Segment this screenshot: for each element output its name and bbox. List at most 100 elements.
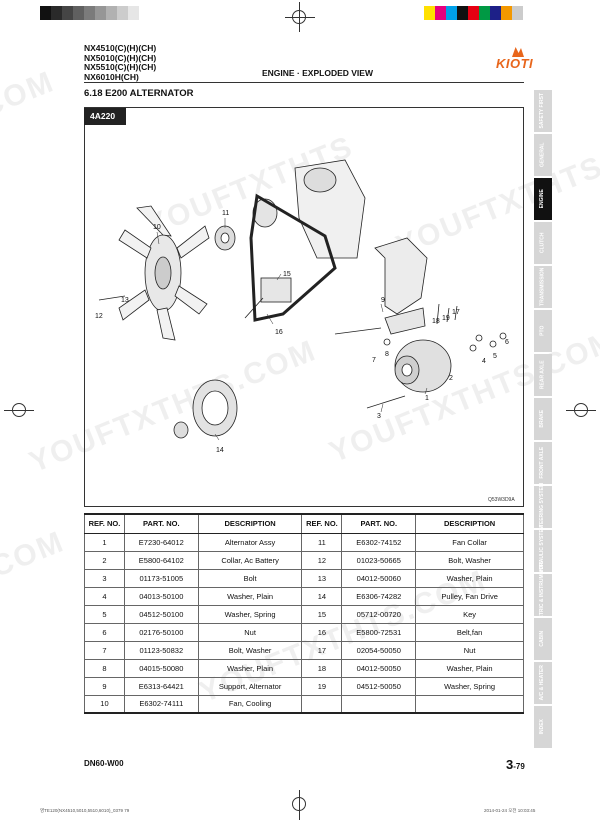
bolt-12 (98, 295, 126, 301)
color-swatch (490, 6, 501, 20)
callout-4: 4 (482, 358, 486, 365)
registration-mark-right (574, 403, 588, 417)
col-ref-no: REF. NO. (84, 513, 125, 534)
table-cell: 11 (301, 532, 343, 552)
table-cell: 04015-50080 (123, 658, 199, 678)
tab-hydraulic-system[interactable]: HYDRAULIC SYSTEM (534, 525, 552, 577)
callout-10: 10 (153, 224, 161, 231)
callout-1: 1 (425, 395, 429, 402)
tab-steering-system[interactable]: STEERING SYSTEM (534, 483, 552, 531)
tab-rear-axle[interactable]: REAR AXLE (534, 354, 552, 396)
page-major: 3 (506, 757, 514, 772)
table-cell: 14 (301, 586, 343, 606)
callout-2: 2 (449, 375, 453, 382)
tab-a-c-heater[interactable]: A/C & HEATER (534, 662, 552, 704)
registration-mark-bottom (292, 797, 306, 811)
color-swatch (40, 6, 51, 20)
callout-15: 15 (283, 271, 291, 278)
table-cell: 01123-50832 (123, 640, 199, 660)
callout-16: 16 (275, 329, 283, 336)
tab-label: INDEX (539, 719, 546, 735)
table-cell (301, 694, 343, 714)
color-swatch (73, 6, 84, 20)
col-ref-no: REF. NO. (301, 513, 343, 534)
color-swatch (424, 6, 435, 20)
table-cell: Washer, Plain (415, 658, 524, 678)
color-swatch (117, 6, 128, 20)
table-cell: 16 (301, 622, 343, 642)
table-cell: 04012-50050 (341, 658, 417, 678)
tab-engine[interactable]: ENGINE (534, 178, 552, 220)
washer-5 (489, 340, 497, 348)
table-cell: Bolt, Washer (415, 550, 524, 570)
table-cell: E5800-72531 (341, 622, 417, 642)
model-line: NX6010H(CH) (84, 71, 139, 82)
fan-belt (249, 193, 337, 322)
nut-17 (454, 305, 458, 321)
callout-3: 3 (377, 413, 381, 420)
tab-safety-first[interactable]: SAFETY FIRST (534, 90, 552, 132)
table-cell (415, 694, 524, 714)
model-line: NX4510(C)(H)(CH) (84, 43, 157, 53)
table-cell: E5800-64102 (123, 550, 199, 570)
tab-pto[interactable]: PTO (534, 310, 552, 352)
tab-transmission[interactable]: TRANSMISSION (534, 266, 552, 308)
callout-19: 19 (442, 315, 450, 322)
tab-label: BRAKE (539, 410, 546, 428)
page-number: 3-79 (506, 757, 525, 772)
fan-drive-pulley (173, 379, 238, 439)
table-cell: 6 (84, 622, 125, 642)
color-swatch (479, 6, 490, 20)
page-minor: -79 (513, 762, 525, 771)
table-cell: E6306-74282 (341, 586, 417, 606)
table-cell: 8 (84, 658, 125, 678)
watermark: .COM (0, 525, 70, 589)
table-cell (341, 694, 417, 714)
table-cell: 4 (84, 586, 125, 606)
color-swatch (84, 6, 95, 20)
chapter-title: ENGINE · EXPLODED VIEW (262, 68, 373, 78)
table-cell: Washer, Plain (197, 586, 303, 606)
leader-lines (156, 218, 428, 441)
table-cell: E6302-74111 (123, 694, 199, 714)
tab-clutch[interactable]: CLUTCH (534, 222, 552, 264)
callout-13: 13 (121, 297, 129, 304)
table-cell: 04013-50100 (123, 586, 199, 606)
bolt-3 (366, 395, 406, 409)
washer-19 (446, 307, 450, 323)
tab-front-axle[interactable]: FRONT AXLE (534, 442, 552, 484)
tab-cabin[interactable]: CABIN (534, 618, 552, 660)
cooling-fan (118, 205, 210, 341)
callout-5: 5 (493, 353, 497, 360)
col-description: DESCRIPTION (415, 513, 524, 534)
table-cell: Alternator Assy (197, 532, 303, 552)
watermark: .COM (0, 65, 60, 129)
callout-9: 9 (381, 297, 385, 304)
table-cell: 12 (301, 550, 343, 570)
tab-index[interactable]: INDEX (534, 706, 552, 748)
brand-logo-icon (512, 47, 524, 57)
table-cell: Washer, Plain (197, 658, 303, 678)
tab-general[interactable]: GENERAL (534, 134, 552, 176)
color-swatch (468, 6, 479, 20)
tab-label: CABIN (539, 631, 546, 647)
table-cell: 17 (301, 640, 343, 660)
color-swatch (62, 6, 73, 20)
header-divider (84, 82, 524, 83)
model-list: NX4510(C)(H)(CH) NX5010(C)(H)(CH) NX5510… (84, 43, 157, 82)
table-cell: Collar, Ac Battery (197, 550, 303, 570)
nut-6 (499, 332, 507, 340)
col-part-no: PART. NO. (123, 513, 199, 534)
tab-electric-instruments[interactable]: ELECTRIC & INSTRUMENTS (534, 561, 552, 629)
print-slug: 영TE120(NX4510,5010,5510,6010)_0379 79 (40, 808, 130, 813)
callout-18: 18 (432, 318, 440, 325)
table-cell: 1 (84, 532, 125, 552)
tab-brake[interactable]: BRAKE (534, 398, 552, 440)
